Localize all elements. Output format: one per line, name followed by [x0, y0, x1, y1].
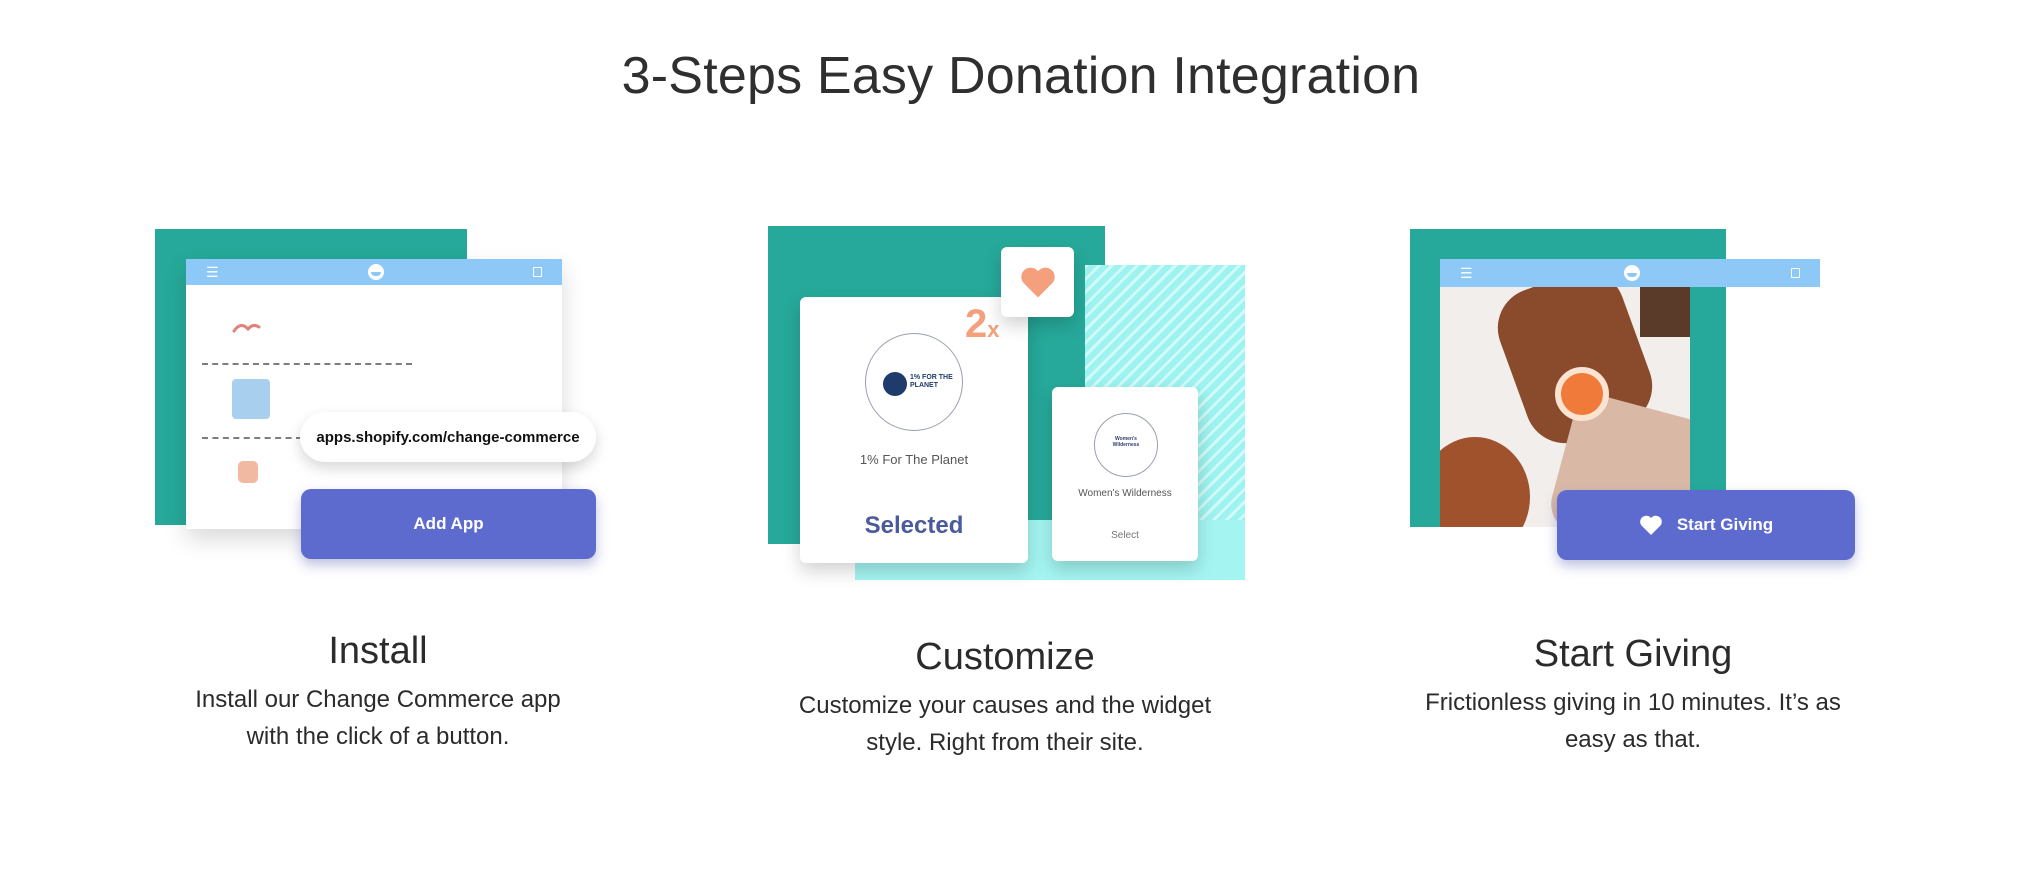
browser-bar: ☰ [1440, 259, 1820, 287]
top-product-icon [238, 461, 258, 483]
cause-logo-text: 1% FOR THE PLANET [910, 374, 953, 389]
divider [202, 363, 412, 365]
cause-name: 1% For The Planet [859, 452, 969, 467]
browser-bar: ☰ [186, 259, 562, 285]
step-description-start-giving: Frictionless giving in 10 minutes. It’s … [1425, 689, 1841, 753]
multiplier-suffix: x [987, 317, 1000, 342]
cause-logo: 1% FOR THE PLANET [865, 333, 963, 431]
browser-window: ☰ [186, 259, 562, 529]
planet-logo-icon [883, 372, 907, 396]
favorite-button[interactable] [1001, 247, 1074, 317]
bag-icon [533, 267, 542, 277]
multiplier-number: 2 [965, 302, 988, 346]
candle-shape [1555, 367, 1609, 421]
step-heading-start-giving: Start Giving [1533, 633, 1733, 675]
leaf-shape [1440, 437, 1530, 527]
store-logo-icon [367, 264, 384, 280]
url-pill: apps.shopify.com/change-commerce [300, 412, 596, 462]
page-title: 3-Steps Easy Donation Integration [621, 47, 1421, 105]
shirt-product-icon [232, 379, 270, 419]
sunglasses-product-icon [232, 323, 261, 333]
heart-icon [1020, 267, 1055, 298]
start-giving-label: Start Giving [1676, 515, 1774, 534]
start-giving-button[interactable]: Start Giving [1557, 490, 1855, 560]
step-heading-customize: Customize [915, 636, 1095, 678]
step-description-customize: Customize your causes and the widget sty… [798, 692, 1212, 756]
product-photo [1440, 287, 1690, 527]
divider [202, 437, 302, 439]
book-shape [1640, 287, 1690, 337]
cause-status: Selected [864, 512, 964, 539]
add-app-button[interactable]: Add App [301, 489, 596, 559]
multiplier-badge: 2x [965, 302, 1000, 347]
select-cause-button[interactable]: Select [1111, 530, 1139, 541]
bag-icon [1791, 268, 1800, 278]
menu-icon: ☰ [206, 264, 219, 280]
cause-card-secondary[interactable]: Women's Wilderness Women's Wilderness Se… [1052, 387, 1198, 561]
store-logo-icon [1623, 265, 1640, 281]
cause-logo: Women's Wilderness [1094, 413, 1158, 477]
cause-logo-text: Women's Wilderness [1112, 436, 1140, 448]
menu-icon: ☰ [1460, 265, 1473, 281]
step-heading-install: Install [328, 630, 428, 672]
cause-card-primary[interactable]: 1% FOR THE PLANET 1% For The Planet Sele… [800, 297, 1028, 563]
heart-icon [1640, 515, 1662, 535]
cause-name: Women's Wilderness [1078, 488, 1172, 499]
step-description-install: Install our Change Commerce app with the… [195, 686, 561, 750]
